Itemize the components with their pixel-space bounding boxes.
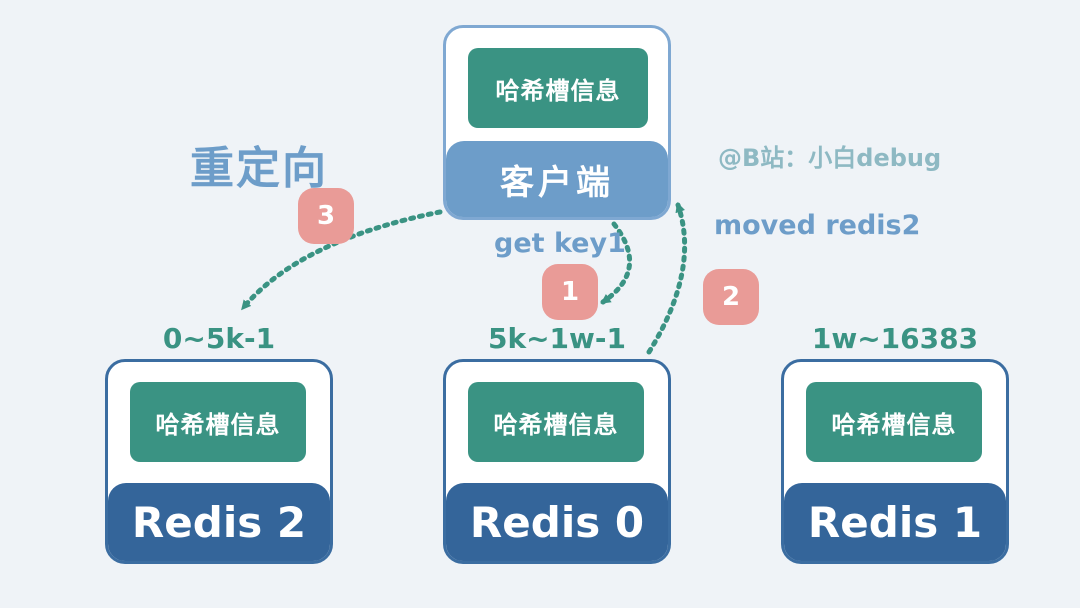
range-label-redis-1: 1w~16383: [811, 322, 979, 355]
step-2-badge: 2: [703, 269, 759, 325]
redis-0-label: Redis 0: [446, 483, 668, 561]
step-1-text: get key1: [494, 228, 626, 259]
step-1-badge: 1: [542, 264, 598, 320]
redis-1-label: Redis 1: [784, 483, 1006, 561]
redis-0-slot-info: 哈希槽信息: [468, 382, 644, 462]
arrow-step-1: [600, 221, 633, 305]
redis-1-slot-info: 哈希槽信息: [806, 382, 982, 462]
client-label: 客户端: [446, 141, 668, 217]
step-3-badge: 3: [298, 188, 354, 244]
range-label-redis-2: 0~5k-1: [162, 322, 276, 355]
arrow-step-2: [646, 202, 688, 355]
watermark: @B站：小白debug: [718, 144, 942, 172]
redis-node-1: 哈希槽信息 Redis 1: [781, 359, 1009, 564]
range-label-redis-0: 5k~1w-1: [487, 322, 627, 355]
step-2-text: moved redis2: [714, 210, 921, 241]
redis-2-slot-info: 哈希槽信息: [130, 382, 306, 462]
redis-node-2: 哈希槽信息 Redis 2: [105, 359, 333, 564]
redis-2-label: Redis 2: [108, 483, 330, 561]
client-slot-info: 哈希槽信息: [468, 48, 648, 128]
diagram-title: 重定向: [190, 143, 328, 194]
redis-node-0: 哈希槽信息 Redis 0: [443, 359, 671, 564]
client-node: 哈希槽信息 客户端: [443, 25, 671, 220]
arrow-step-3: [240, 209, 443, 311]
